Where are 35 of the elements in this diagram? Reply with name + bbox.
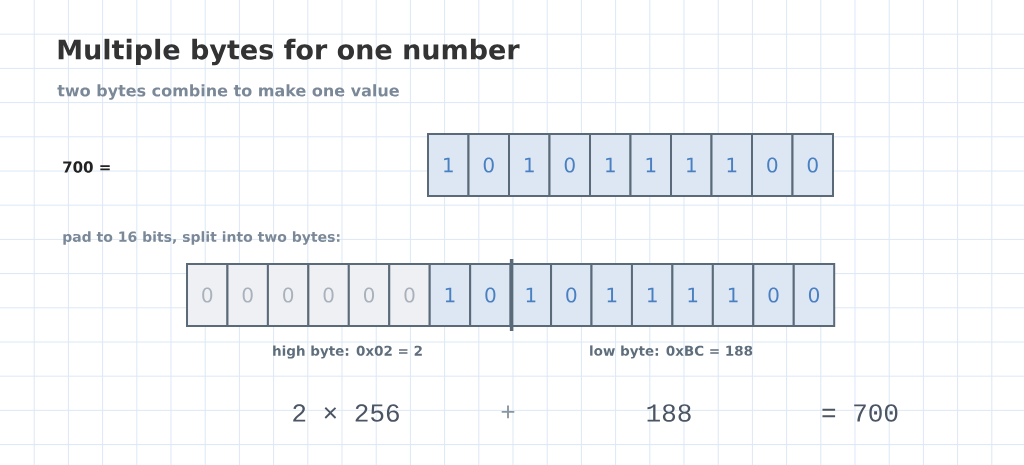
bit-cell: 0 — [467, 133, 510, 197]
bit-cell: 1 — [590, 263, 633, 327]
byte-caption: high byte: 0x02 = 2 — [273, 345, 422, 359]
bit-cell: 0 — [550, 263, 593, 327]
equation-result: = 700 — [822, 404, 898, 422]
padding-bit-cell: 0 — [226, 263, 269, 327]
bit-cell: 1 — [630, 263, 674, 327]
bit-cell: 0 — [752, 263, 795, 327]
bit-cell: 0 — [791, 133, 834, 197]
bit-cell: 1 — [508, 133, 551, 197]
padding-bit-cell: 0 — [347, 263, 391, 327]
instruction-text: pad to 16 bits, split into two bytes: — [63, 231, 340, 245]
padding-bit-cell: 0 — [388, 263, 431, 327]
bit-cell: 1 — [427, 133, 470, 197]
bit-cell: 1 — [589, 133, 632, 197]
subtitle: two bytes combine to make one value — [57, 84, 399, 100]
plus-sign: + — [501, 405, 515, 419]
equation-term: 188 — [647, 404, 691, 422]
diagram-title: Multiple bytes for one number — [58, 38, 520, 66]
bit-cell: 0 — [792, 263, 836, 327]
bit-cell: 1 — [710, 133, 753, 197]
bit-cell: 1 — [671, 263, 714, 327]
padding-bit-cell: 0 — [186, 263, 229, 327]
byte-caption: low byte: 0xBC = 188 — [590, 345, 753, 359]
bit-cell: 0 — [751, 133, 794, 197]
padding-bit-cell: 0 — [266, 263, 310, 327]
bit-cell: 0 — [548, 133, 591, 197]
padding-bit-cell: 0 — [307, 263, 350, 327]
bit-cell: 1 — [428, 263, 472, 327]
bit-cell: 1 — [670, 133, 713, 197]
number-label: 700 = — [63, 161, 110, 173]
equation-term: 2 × 256 — [293, 404, 399, 422]
bit-cell: 1 — [629, 133, 672, 197]
bit-cell: 1 — [711, 263, 755, 327]
bit-cell: 0 — [469, 263, 512, 327]
